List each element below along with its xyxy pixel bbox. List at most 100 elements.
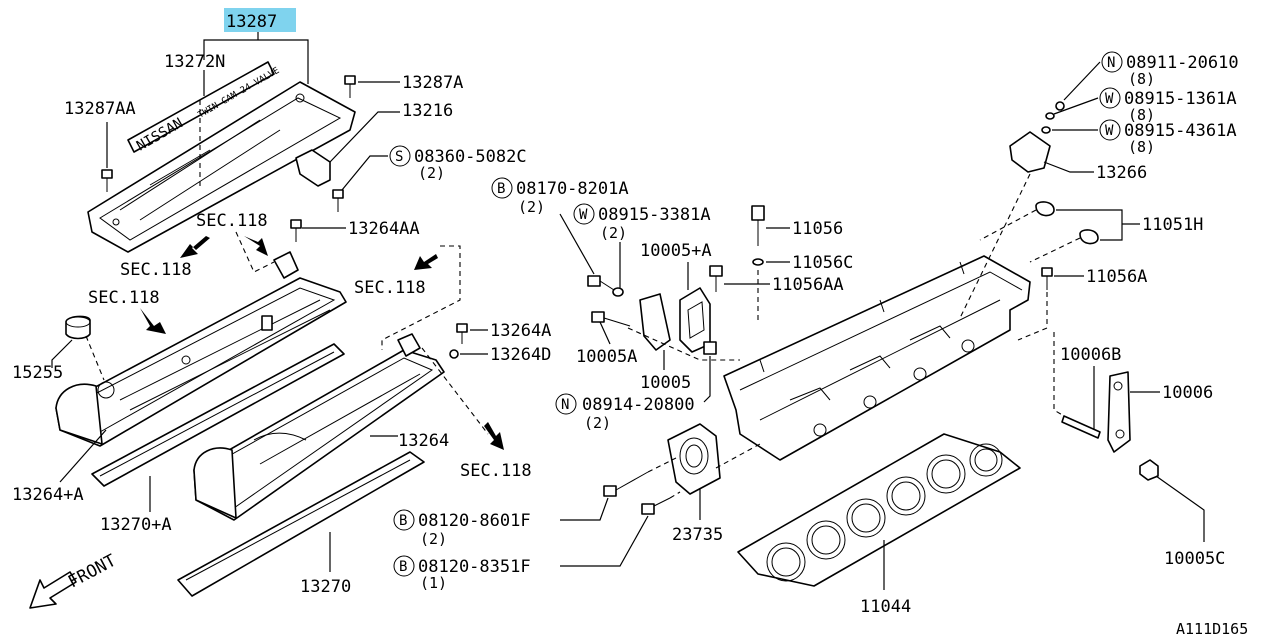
label-10006b[interactable]: 10006B [1060, 345, 1121, 365]
nut-08911[interactable] [1055, 101, 1065, 111]
label-sec118-d[interactable]: SEC.118 [354, 278, 426, 298]
prefix-b-circle-8601 [393, 509, 415, 531]
bolt-11056[interactable] [751, 205, 765, 246]
cap-15255[interactable] [65, 315, 91, 340]
label-10005a[interactable]: 10005A [576, 347, 637, 367]
label-13287a[interactable]: 13287A [402, 73, 463, 93]
washer-08915-3381[interactable] [612, 287, 624, 297]
qty-08915-4361: (8) [1128, 138, 1155, 156]
washer-13264d[interactable] [449, 349, 459, 359]
label-13272n[interactable]: 13272N [164, 52, 225, 72]
prefix-b-circle-08170 [491, 177, 513, 199]
label-13287[interactable]: 13287 [226, 12, 277, 32]
label-13264aa[interactable]: 13264AA [348, 219, 420, 239]
bracket-10005[interactable] [639, 293, 671, 351]
label-08170-8201a[interactable]: 08170-8201A [516, 179, 629, 199]
label-08120-8601f[interactable]: 08120-8601F [418, 511, 531, 531]
label-08911-20610[interactable]: 08911-20610 [1126, 53, 1239, 73]
label-front[interactable]: FRONT [65, 551, 120, 593]
label-13287aa[interactable]: 13287AA [64, 99, 136, 119]
washer-08915-1361[interactable] [1045, 112, 1055, 120]
label-11044[interactable]: 11044 [860, 597, 911, 617]
prefix-b-08170: B [497, 181, 505, 197]
prefix-w-circle-3381 [573, 203, 595, 225]
nut-10005c[interactable] [1139, 459, 1159, 481]
nut-08914[interactable] [703, 341, 717, 355]
label-08360-5082c[interactable]: 08360-5082C [414, 147, 527, 167]
label-13264d[interactable]: 13264D [490, 345, 551, 365]
label-sec118-e[interactable]: SEC.118 [460, 461, 532, 481]
bolt-10005a[interactable] [591, 311, 631, 327]
bracket-10006[interactable] [1107, 371, 1131, 453]
prefix-s-circle [389, 145, 411, 167]
prefix-w-1361: W [1105, 91, 1114, 107]
qty-08915-1361: (8) [1128, 106, 1155, 124]
label-10005[interactable]: 10005 [640, 373, 691, 393]
washer-11056c[interactable] [752, 258, 764, 266]
label-11056a[interactable]: 11056A [1086, 267, 1147, 287]
label-13216[interactable]: 13216 [402, 101, 453, 121]
bolt-13264aa[interactable] [290, 219, 302, 242]
prefix-w-circle-1361 [1099, 87, 1121, 109]
arrow-sec118-d [140, 308, 166, 334]
label-13270-plus-a[interactable]: 13270+A [100, 515, 172, 535]
label-11056c[interactable]: 11056C [792, 253, 853, 273]
label-11056aa[interactable]: 11056AA [772, 275, 844, 295]
qty-08120-8351: (1) [420, 574, 447, 592]
rocker-cover-right[interactable] [193, 333, 445, 521]
bolt-13287a[interactable] [344, 75, 356, 98]
bolt-08120-8601[interactable] [603, 471, 649, 497]
bolt-08360[interactable] [332, 189, 344, 212]
bolt-13264a[interactable] [456, 323, 468, 344]
qty-08914: (2) [584, 414, 611, 432]
front-arrow [29, 571, 77, 609]
bracket-13216[interactable] [295, 149, 331, 187]
label-08915-3381a[interactable]: 08915-3381A [598, 205, 711, 225]
label-10005-plus-a[interactable]: 10005+A [640, 241, 712, 261]
label-13264-plus-a[interactable]: 13264+A [12, 485, 84, 505]
rocker-cover-left[interactable] [55, 251, 347, 447]
prefix-n-08914: N [561, 397, 569, 413]
head-gasket-11044[interactable] [737, 433, 1021, 587]
label-sec118-a[interactable]: SEC.118 [196, 211, 268, 231]
cylinder-head[interactable] [723, 255, 1031, 461]
qty-08120-8601: (2) [420, 530, 447, 548]
label-08120-8351f[interactable]: 08120-8351F [418, 557, 531, 577]
label-10006[interactable]: 10006 [1162, 383, 1213, 403]
washer-08915-4361[interactable] [1041, 126, 1051, 134]
label-13270[interactable]: 13270 [300, 577, 351, 597]
bolt-11056a[interactable] [1041, 267, 1053, 290]
prefix-w-circle-4361 [1099, 119, 1121, 141]
prefix-s: S [395, 149, 403, 165]
label-08914-20800[interactable]: 08914-20800 [582, 395, 695, 415]
label-13264a[interactable]: 13264A [490, 321, 551, 341]
gasket-13270[interactable] [177, 451, 425, 597]
prefix-n-08911: N [1107, 55, 1115, 71]
arrow-sec118-a [180, 236, 210, 258]
label-11056[interactable]: 11056 [792, 219, 843, 239]
label-sec118-b[interactable]: SEC.118 [120, 260, 192, 280]
stud-10006b[interactable] [1061, 415, 1101, 439]
bolt-08120-8351[interactable] [641, 497, 671, 515]
bolt-11056aa[interactable] [709, 265, 723, 292]
plug-11051h[interactable] [1035, 201, 1099, 245]
label-13266[interactable]: 13266 [1096, 163, 1147, 183]
label-08915-4361a[interactable]: 08915-4361A [1124, 121, 1237, 141]
bolt-08170[interactable] [587, 275, 615, 291]
label-08915-1361a[interactable]: 08915-1361A [1124, 89, 1237, 109]
bolt-13287aa[interactable] [101, 169, 113, 192]
label-10005c[interactable]: 10005C [1164, 549, 1225, 569]
sensor-23735[interactable] [667, 423, 721, 495]
label-15255[interactable]: 15255 [12, 363, 63, 383]
gasket-13270-plus-a[interactable] [91, 343, 345, 487]
qty-08360: (2) [418, 164, 445, 182]
prefix-w-3381: W [579, 207, 588, 223]
qty-08915-3381: (2) [600, 224, 627, 242]
label-sec118-c[interactable]: SEC.118 [88, 288, 160, 308]
label-11051h[interactable]: 11051H [1142, 215, 1203, 235]
bracket-13266[interactable] [1009, 131, 1051, 173]
label-23735[interactable]: 23735 [672, 525, 723, 545]
label-13264[interactable]: 13264 [398, 431, 449, 451]
prefix-b-circle-8351 [393, 555, 415, 577]
